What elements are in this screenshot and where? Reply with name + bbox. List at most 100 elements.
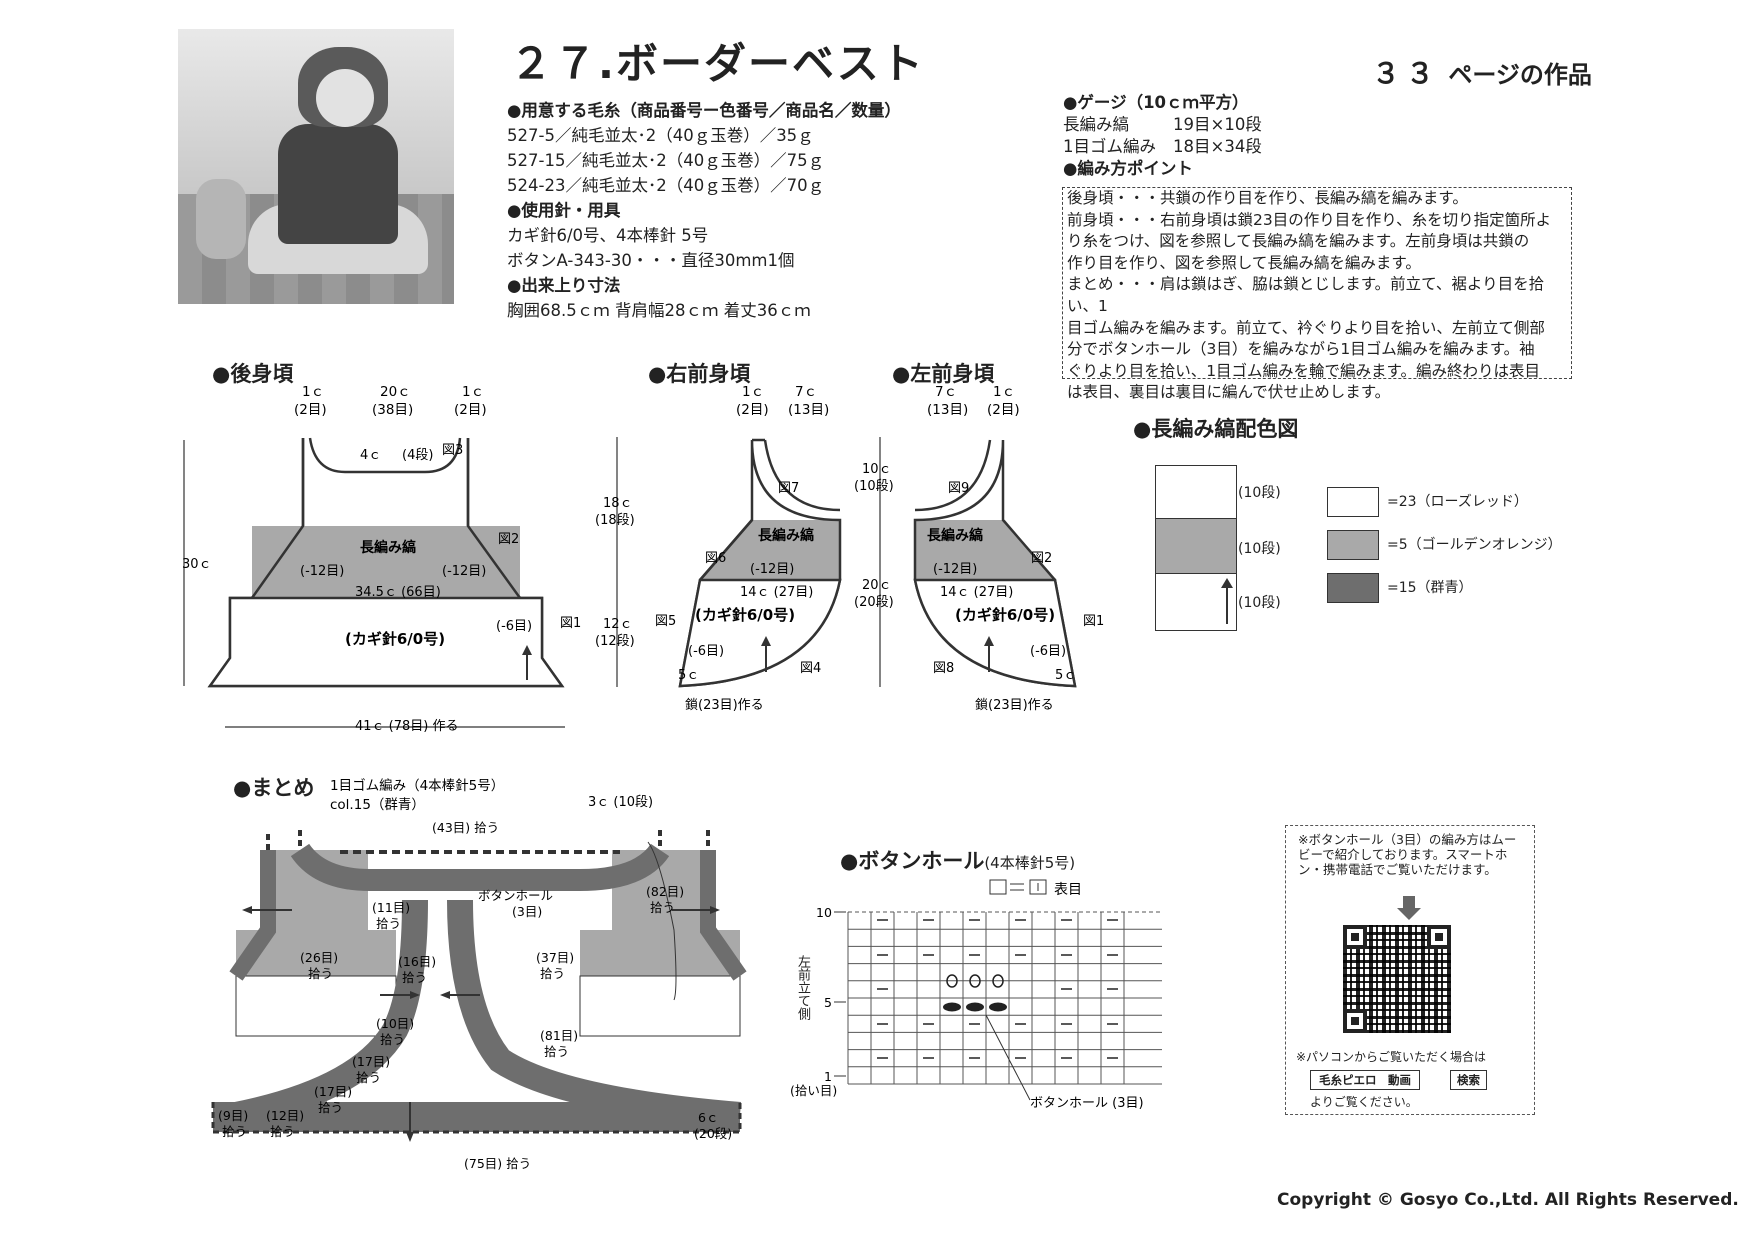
svg-text:col.15（群青）: col.15（群青） [330,797,425,813]
svg-text:(-12目): (-12目) [750,562,794,577]
yarn-line: 527-5／純毛並太･2（40ｇ玉巻）／35ｇ [507,126,814,145]
qr-code[interactable] [1343,925,1451,1033]
svg-text:拾う: 拾う [222,1124,247,1139]
legend-swatch [1327,487,1379,517]
svg-text:図7: 図7 [778,481,799,496]
svg-text:1ｃ: 1ｃ [993,384,1015,400]
svg-text:図9: 図9 [948,481,969,496]
svg-text:拾う: 拾う [540,966,565,981]
svg-text:長編み縞: 長編み縞 [758,527,814,544]
svg-text:(81目): (81目) [540,1028,578,1043]
instruction-line: は表目、裏目は裏目に編んで伏せ止めします。 [1067,383,1391,402]
svg-text:7ｃ: 7ｃ [795,384,817,400]
size-heading: ●出来上り寸法 [507,276,621,295]
model-photo [178,29,454,304]
svg-text:1: 1 [824,1069,832,1084]
dim-label: 20ｃ [862,578,892,593]
dec-label: (-12目) [300,564,344,579]
svg-text:図4: 図4 [800,661,821,676]
dim-label: (12段) [595,634,635,649]
svg-text:(13目): (13目) [927,402,968,418]
yarn-heading: ●用意する毛糸（商品番号ー色番号／商品名／数量） [507,101,901,120]
svg-text:拾う: 拾う [270,1124,295,1139]
svg-text:(37目): (37目) [536,950,574,965]
fig-label: 図3 [442,443,463,458]
svg-text:鎖(23目)作る: 鎖(23目)作る [685,697,764,713]
svg-text:(20段): (20段) [694,1126,732,1141]
down-arrow-icon [1403,896,1415,910]
instruction-line: 後身頃・・・共鎖の作り目を作り、長編み縞を編みます。 [1067,189,1468,207]
dim-label: (4段) [402,448,433,463]
svg-text:14ｃ (27目): 14ｃ (27目) [940,585,1013,600]
svg-text:(-6目): (-6目) [688,644,724,659]
dim-label: 4ｃ [360,448,381,463]
svg-text:ボタンホール (3目): ボタンホール (3目) [1030,1096,1144,1111]
front-height-dims: 18ｃ (18段) 12ｃ (12段) [595,437,635,687]
dim-label: (20段) [854,595,894,610]
svg-text:(拾い目): (拾い目) [790,1083,837,1098]
materials-block: ●用意する毛糸（商品番号ー色番号／商品名／数量） 527-5／純毛並太･2（40… [507,98,901,323]
dim-label: 41ｃ (78目) 作る [355,719,459,734]
svg-text:(10目): (10目) [376,1016,414,1031]
svg-text:図6: 図6 [705,551,726,566]
stripe-rows: (10段) [1238,485,1281,501]
svg-text:(12目): (12目) [266,1108,304,1123]
instruction-line: 前身頃・・・右前身頃は鎖23目の作り目を作り、糸を切り指定箇所よ [1067,210,1552,229]
dim-label: (18段) [595,513,635,528]
svg-text:14ｃ (27目): 14ｃ (27目) [740,585,813,600]
legend-swatch [1327,530,1379,560]
section-left-front: 左前身頃 [892,358,994,388]
svg-text:(9目): (9目) [218,1108,248,1123]
svg-text:拾う: 拾う [318,1100,343,1115]
svg-text:鎖(23目)作る: 鎖(23目)作る [975,697,1054,713]
tools-heading: ●使用針・用具 [507,201,621,220]
svg-text:図2: 図2 [1031,551,1052,566]
svg-text:(カギ針6/0号): (カギ針6/0号) [955,606,1055,624]
left-front-diagram: 7ｃ (13目) 1ｃ (2目) 図9 長編み縞 図2 (-12目) 14ｃ (… [913,384,1104,713]
search-button[interactable]: 検索 [1450,1070,1487,1090]
svg-text:1ｃ: 1ｃ [742,384,764,400]
qr-info-box: ※ボタンホール（3目）の編み方はムービーで紹介しております。スマートホン・携帯電… [1285,825,1535,1115]
yarn-line: 524-23／純毛並太･2（40ｇ玉巻）／70ｇ [507,176,825,195]
finishing-diagram: 1目ゴム編み（4本棒針5号） col.15（群青） 3ｃ (10段) (43目)… [211,777,747,1171]
section-buttonhole: ボタンホール(4本棒針5号) [840,845,1075,875]
qr-description: ※ボタンホール（3目）の編み方はムービーで紹介しております。スマートホン・携帯電… [1298,832,1517,877]
legend-swatch [1327,573,1379,603]
svg-text:拾う: 拾う [544,1044,569,1059]
svg-text:1目ゴム編み（4本棒針5号）: 1目ゴム編み（4本棒針5号） [330,777,504,794]
svg-text:(17目): (17目) [314,1084,352,1099]
page-number: ３３ [1372,57,1441,90]
dim-label: 20ｃ [380,384,411,400]
fig-label: 図2 [498,532,519,547]
page-ref-text: ページの作品 [1448,61,1592,89]
svg-text:5: 5 [824,995,832,1010]
dim-label: 10ｃ [862,462,892,477]
svg-text:(16目): (16目) [398,954,436,969]
svg-text:拾う: 拾う [402,970,427,985]
buttonhole-chart: 表目 10 5 1 (拾い目) ボタンホール (3目) [790,879,1162,1111]
svg-text:(3目): (3目) [512,904,542,919]
stripe-label: 長編み縞 [360,539,416,556]
svg-text:10: 10 [816,905,832,920]
dim-label: 30ｃ [182,557,212,572]
svg-text:図8: 図8 [933,661,954,676]
svg-text:(26目): (26目) [300,950,338,965]
svg-text:長編み縞: 長編み縞 [927,527,983,544]
svg-text:(11目): (11目) [372,900,410,915]
search-field[interactable]: 毛糸ピエロ 動画 [1310,1070,1420,1090]
instruction-line: 分でボタンホール（3目）を編みながら1目ゴム編みを編みます。袖 [1067,340,1535,359]
dim-label: 1ｃ [462,384,484,400]
dim-label: 34.5ｃ (66目) [355,585,441,600]
dim-label: (38目) [372,402,413,418]
size-line: 胸囲68.5ｃｍ 背肩幅28ｃｍ 着丈36ｃｍ [507,301,811,320]
stripe-rows: (10段) [1238,541,1281,557]
svg-text:(43目) 拾う: (43目) 拾う [432,820,499,835]
tools-line: ボタンA-343-30・・・直径30mm1個 [507,251,795,270]
dim-label: (2目) [294,402,327,418]
svg-text:拾う: 拾う [356,1070,381,1085]
points-heading: ●編み方ポイント [1063,159,1193,178]
instruction-line: り糸をつけ、図を参照して長編み縞を編みます。左前身頃は共鎖の [1067,232,1530,251]
page-reference: ３３ ページの作品 [1372,52,1592,92]
